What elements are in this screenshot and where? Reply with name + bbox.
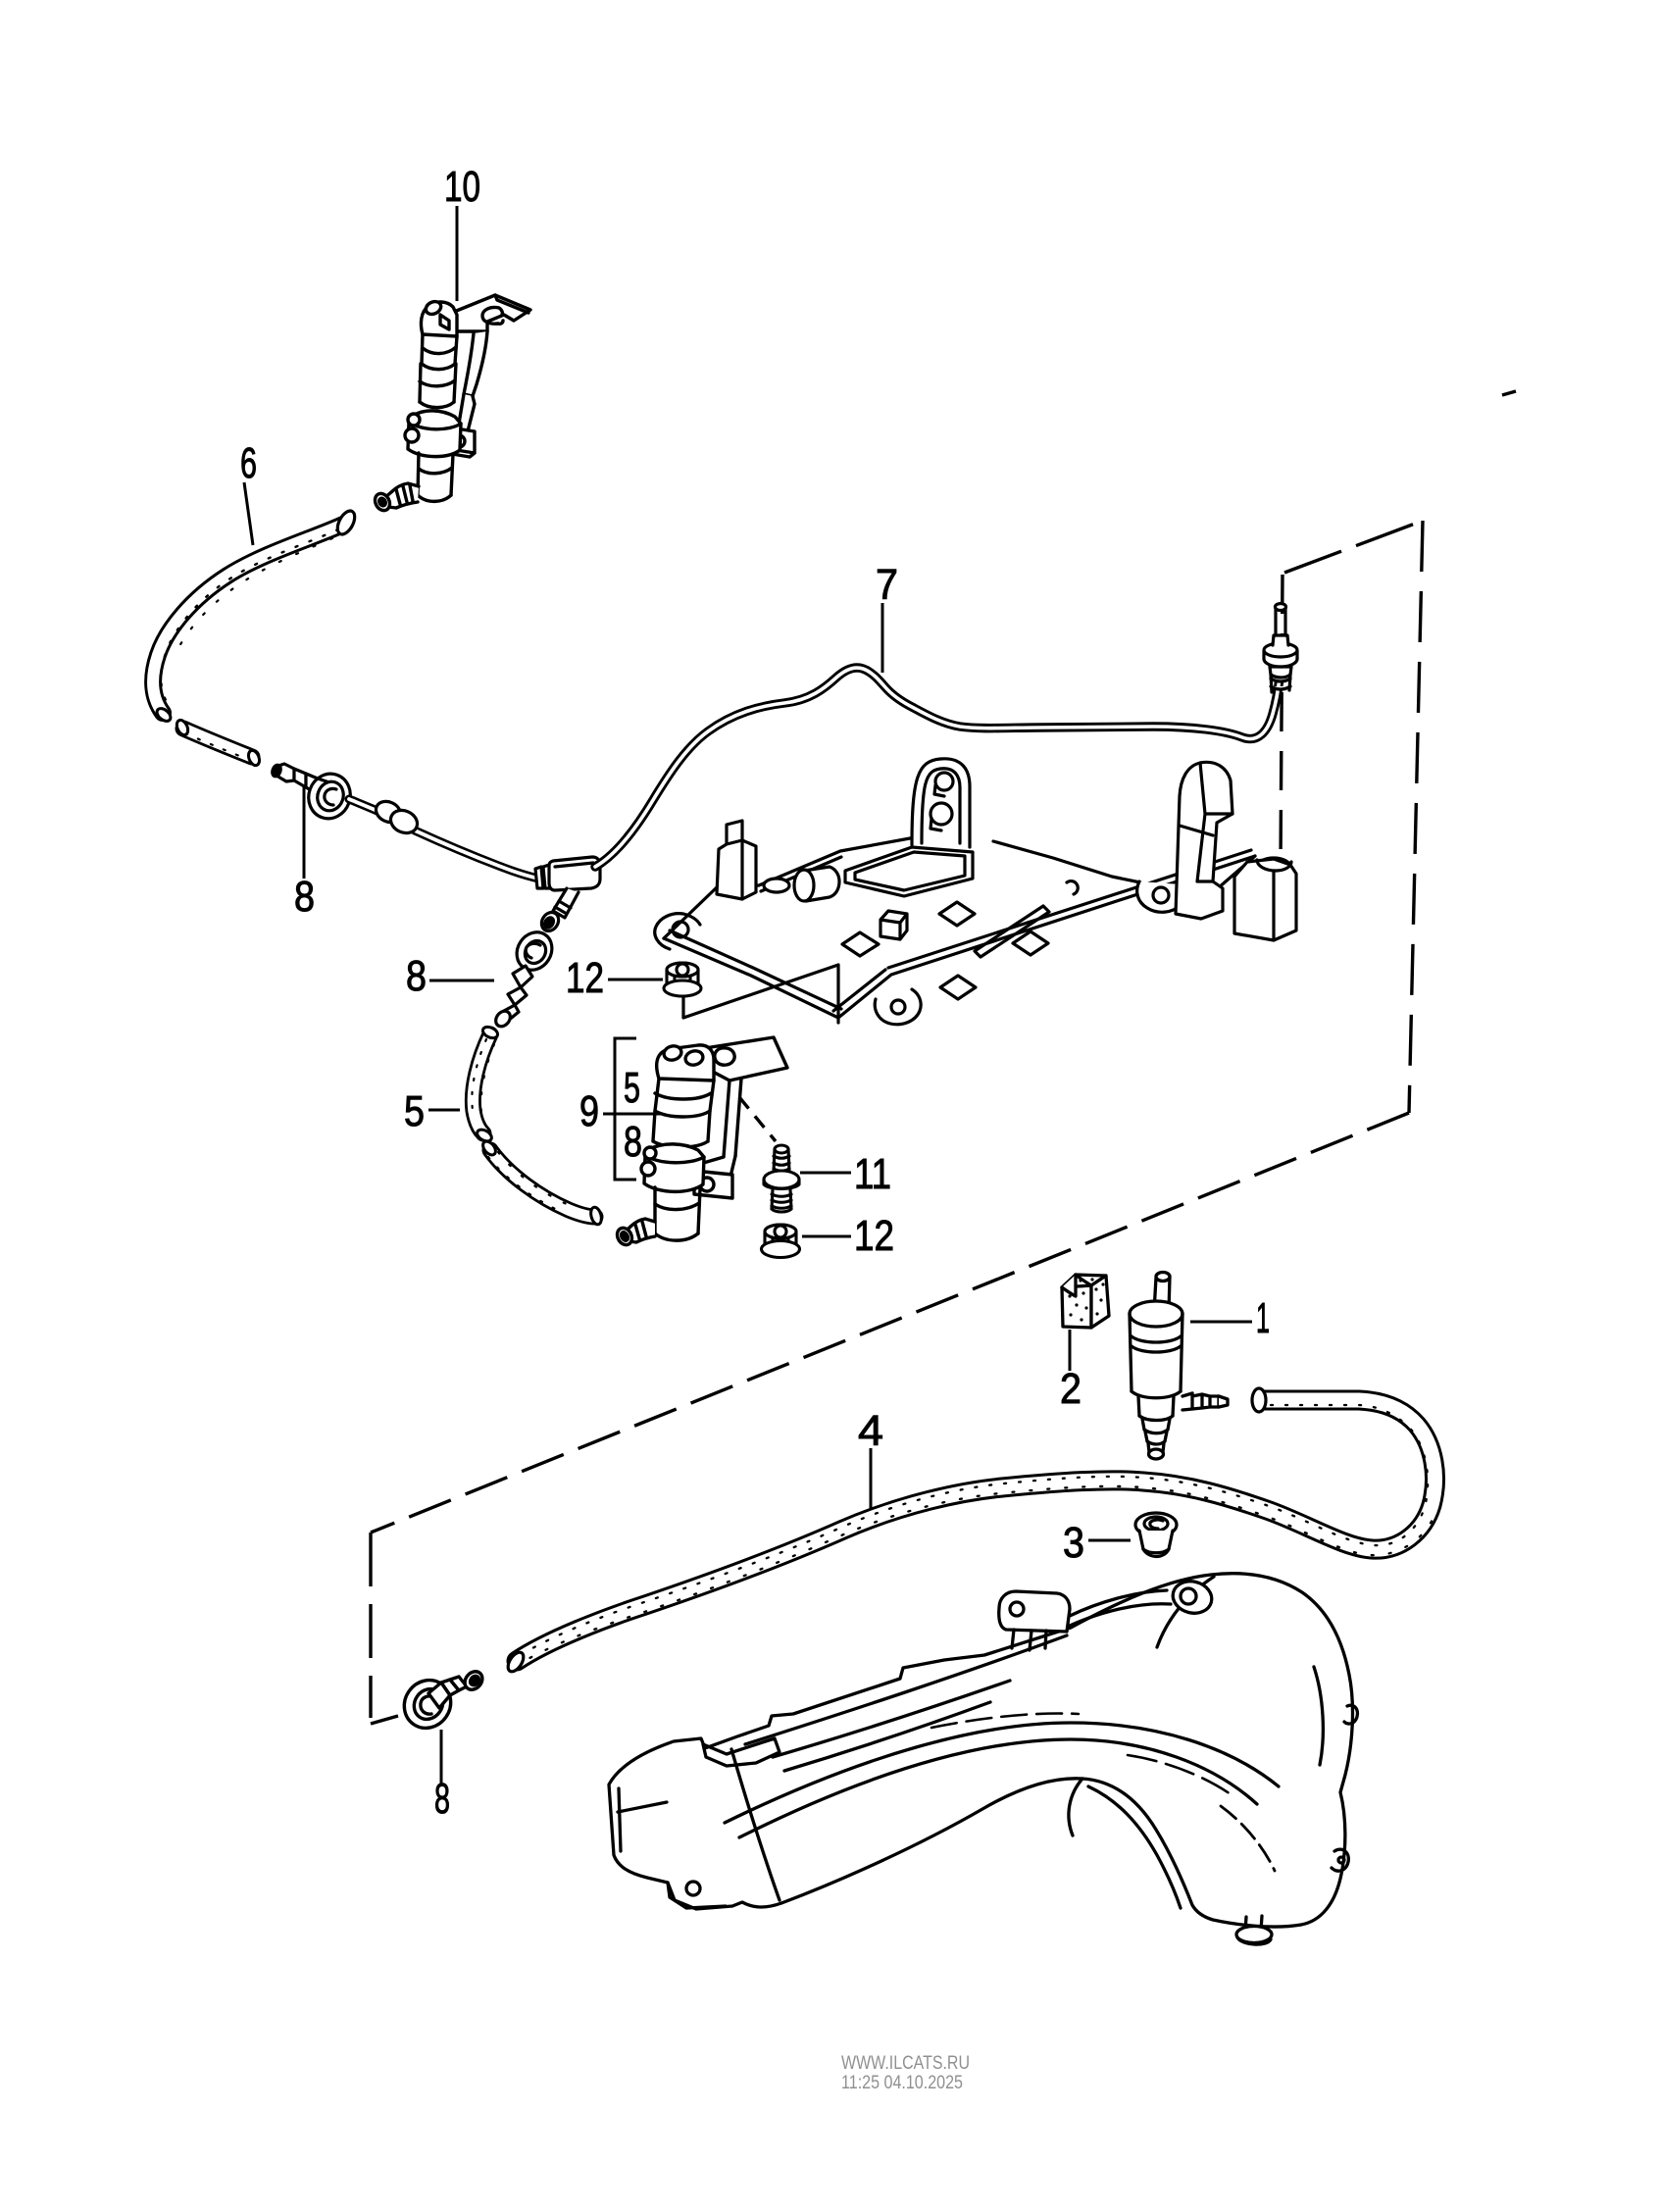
svg-text:12: 12 <box>854 1212 894 1260</box>
svg-text:2: 2 <box>1060 1365 1082 1413</box>
svg-text:1: 1 <box>1256 1294 1270 1342</box>
svg-text:WWW.ILCATS.RU: WWW.ILCATS.RU <box>841 2053 970 2074</box>
svg-text:8: 8 <box>624 1118 642 1166</box>
svg-text:8: 8 <box>406 952 427 1000</box>
svg-text:5: 5 <box>404 1087 425 1135</box>
svg-text:3: 3 <box>1063 1519 1084 1567</box>
svg-text:8: 8 <box>294 873 315 921</box>
svg-text:5: 5 <box>624 1064 640 1112</box>
svg-text:6: 6 <box>240 439 257 487</box>
svg-text:10: 10 <box>444 163 480 211</box>
svg-text:8: 8 <box>434 1775 450 1823</box>
svg-text:9: 9 <box>579 1087 599 1135</box>
svg-text:7: 7 <box>876 561 898 609</box>
svg-text:4: 4 <box>858 1407 883 1455</box>
svg-text:11: 11 <box>854 1150 891 1198</box>
svg-text:12: 12 <box>566 954 604 1002</box>
svg-text:11:25 04.10.2025: 11:25 04.10.2025 <box>841 2073 963 2093</box>
